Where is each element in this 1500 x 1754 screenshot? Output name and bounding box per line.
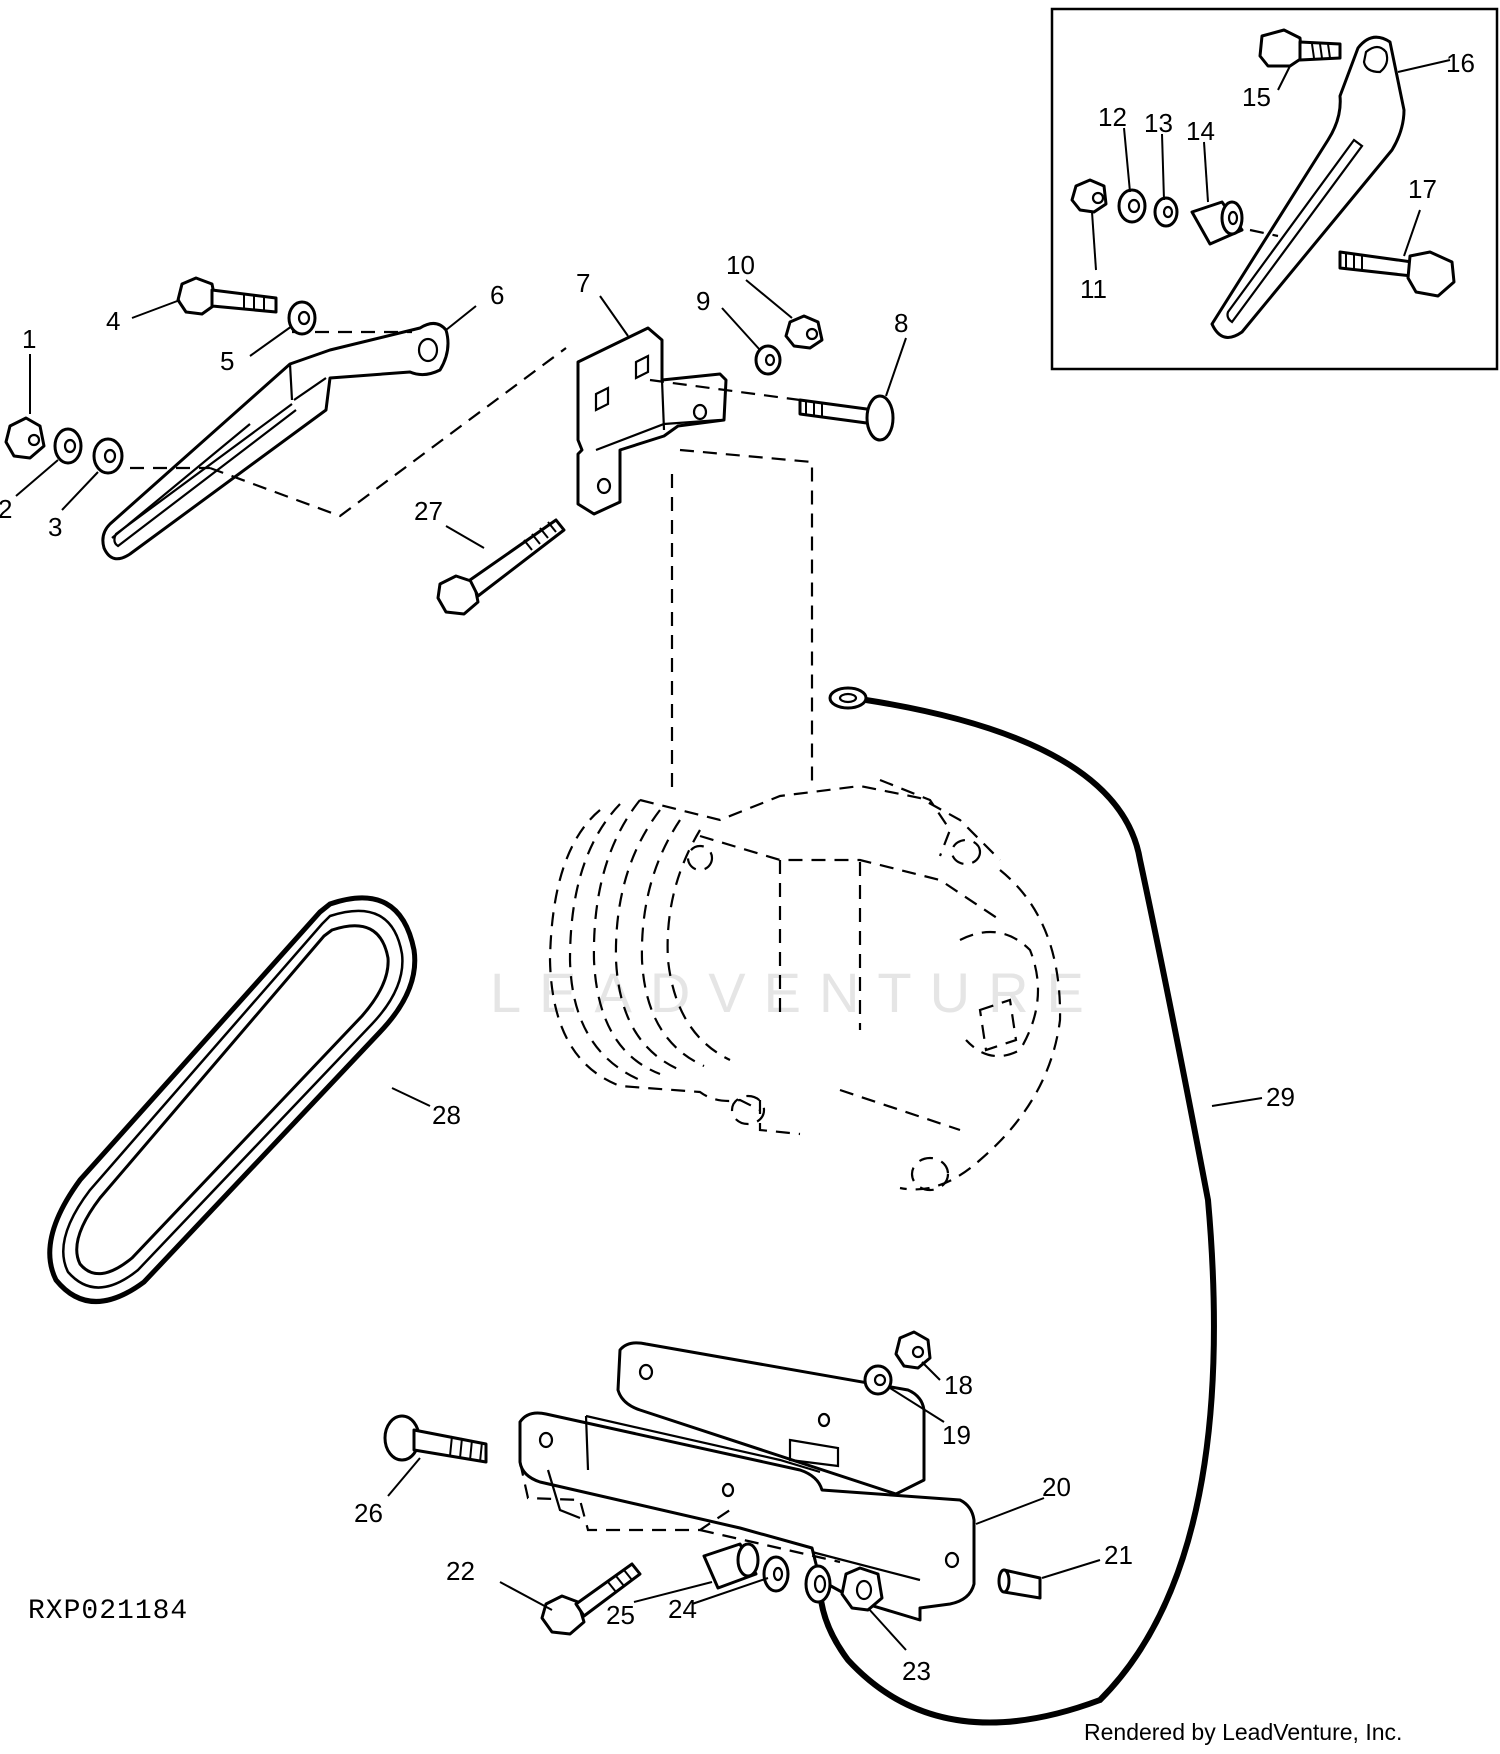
- part-11-nut: [1070, 178, 1108, 214]
- callout-1: 1: [22, 324, 36, 354]
- callout-8: 8: [894, 308, 908, 338]
- callout-2: 2: [0, 494, 12, 524]
- part-23-nut: [840, 1566, 884, 1612]
- part-9-washer: [754, 344, 782, 376]
- callout-22: 22: [446, 1556, 475, 1586]
- part-24-washer: [762, 1555, 790, 1593]
- part-6-bracket: [101, 322, 450, 561]
- part-5-washer: [287, 300, 317, 336]
- part-16-bracket: [1210, 35, 1406, 339]
- callout-16: 16: [1446, 48, 1475, 78]
- callout-26: 26: [354, 1498, 383, 1528]
- part-12-washer: [1117, 188, 1147, 224]
- callout-18: 18: [944, 1370, 973, 1400]
- callout-3: 3: [48, 512, 62, 542]
- part-4-bolt: [176, 276, 278, 316]
- part-14-spacer: [1190, 200, 1244, 246]
- callout-20: 20: [1042, 1472, 1071, 1502]
- part-19-washer: [863, 1364, 893, 1396]
- callout-15: 15: [1242, 82, 1271, 112]
- callout-4: 4: [106, 306, 120, 336]
- callout-25: 25: [606, 1600, 635, 1630]
- callout-7: 7: [576, 268, 590, 298]
- leader-lines: [15, 279, 1263, 1651]
- callout-24: 24: [668, 1594, 697, 1624]
- part-1-nut: [4, 416, 46, 460]
- part-13-washer: [1153, 196, 1179, 228]
- part-29-wire: [816, 686, 1217, 1726]
- callout-11: 11: [1080, 274, 1107, 304]
- part-17-bolt: [1338, 250, 1456, 298]
- callout-12: 12: [1098, 102, 1127, 132]
- wire-terminal: [804, 1564, 832, 1604]
- figure-code: RXP021184: [28, 1596, 188, 1627]
- part-3-washer: [92, 437, 124, 475]
- callout-19: 19: [942, 1420, 971, 1450]
- callout-27: 27: [414, 496, 443, 526]
- part-26-bolt: [383, 1414, 488, 1464]
- part-15-bolt: [1258, 28, 1342, 68]
- callout-21: 21: [1104, 1540, 1133, 1570]
- compressor: [548, 778, 1062, 1192]
- render-credit: Rendered by LeadVenture, Inc.: [1084, 1719, 1402, 1745]
- part-22-bolt: [540, 1562, 642, 1636]
- part-2-washer: [53, 427, 83, 465]
- callout-23: 23: [902, 1656, 931, 1686]
- part-7-bracket: [576, 326, 728, 516]
- watermark: LEADVENTURE: [490, 961, 1102, 1024]
- part-8-bolt: [798, 394, 895, 442]
- callout-10: 10: [726, 250, 755, 280]
- part-28-belt: [47, 895, 418, 1304]
- part-21-pin: [997, 1568, 1042, 1600]
- part-25-spacer: [702, 1542, 760, 1590]
- callout-13: 13: [1144, 108, 1173, 138]
- part-27-bolt: [436, 518, 566, 616]
- callout-28: 28: [432, 1100, 461, 1130]
- callout-5: 5: [220, 346, 234, 376]
- callout-29: 29: [1266, 1082, 1295, 1112]
- callout-14: 14: [1186, 116, 1215, 146]
- callout-17: 17: [1408, 174, 1437, 204]
- callout-labels: 1 2 3 4 5 6 7 8 9 10 11 12 13 14 15 16 1…: [0, 48, 1475, 1686]
- callout-9: 9: [696, 286, 710, 316]
- callout-6: 6: [490, 280, 504, 310]
- inset-detail: [1050, 7, 1499, 371]
